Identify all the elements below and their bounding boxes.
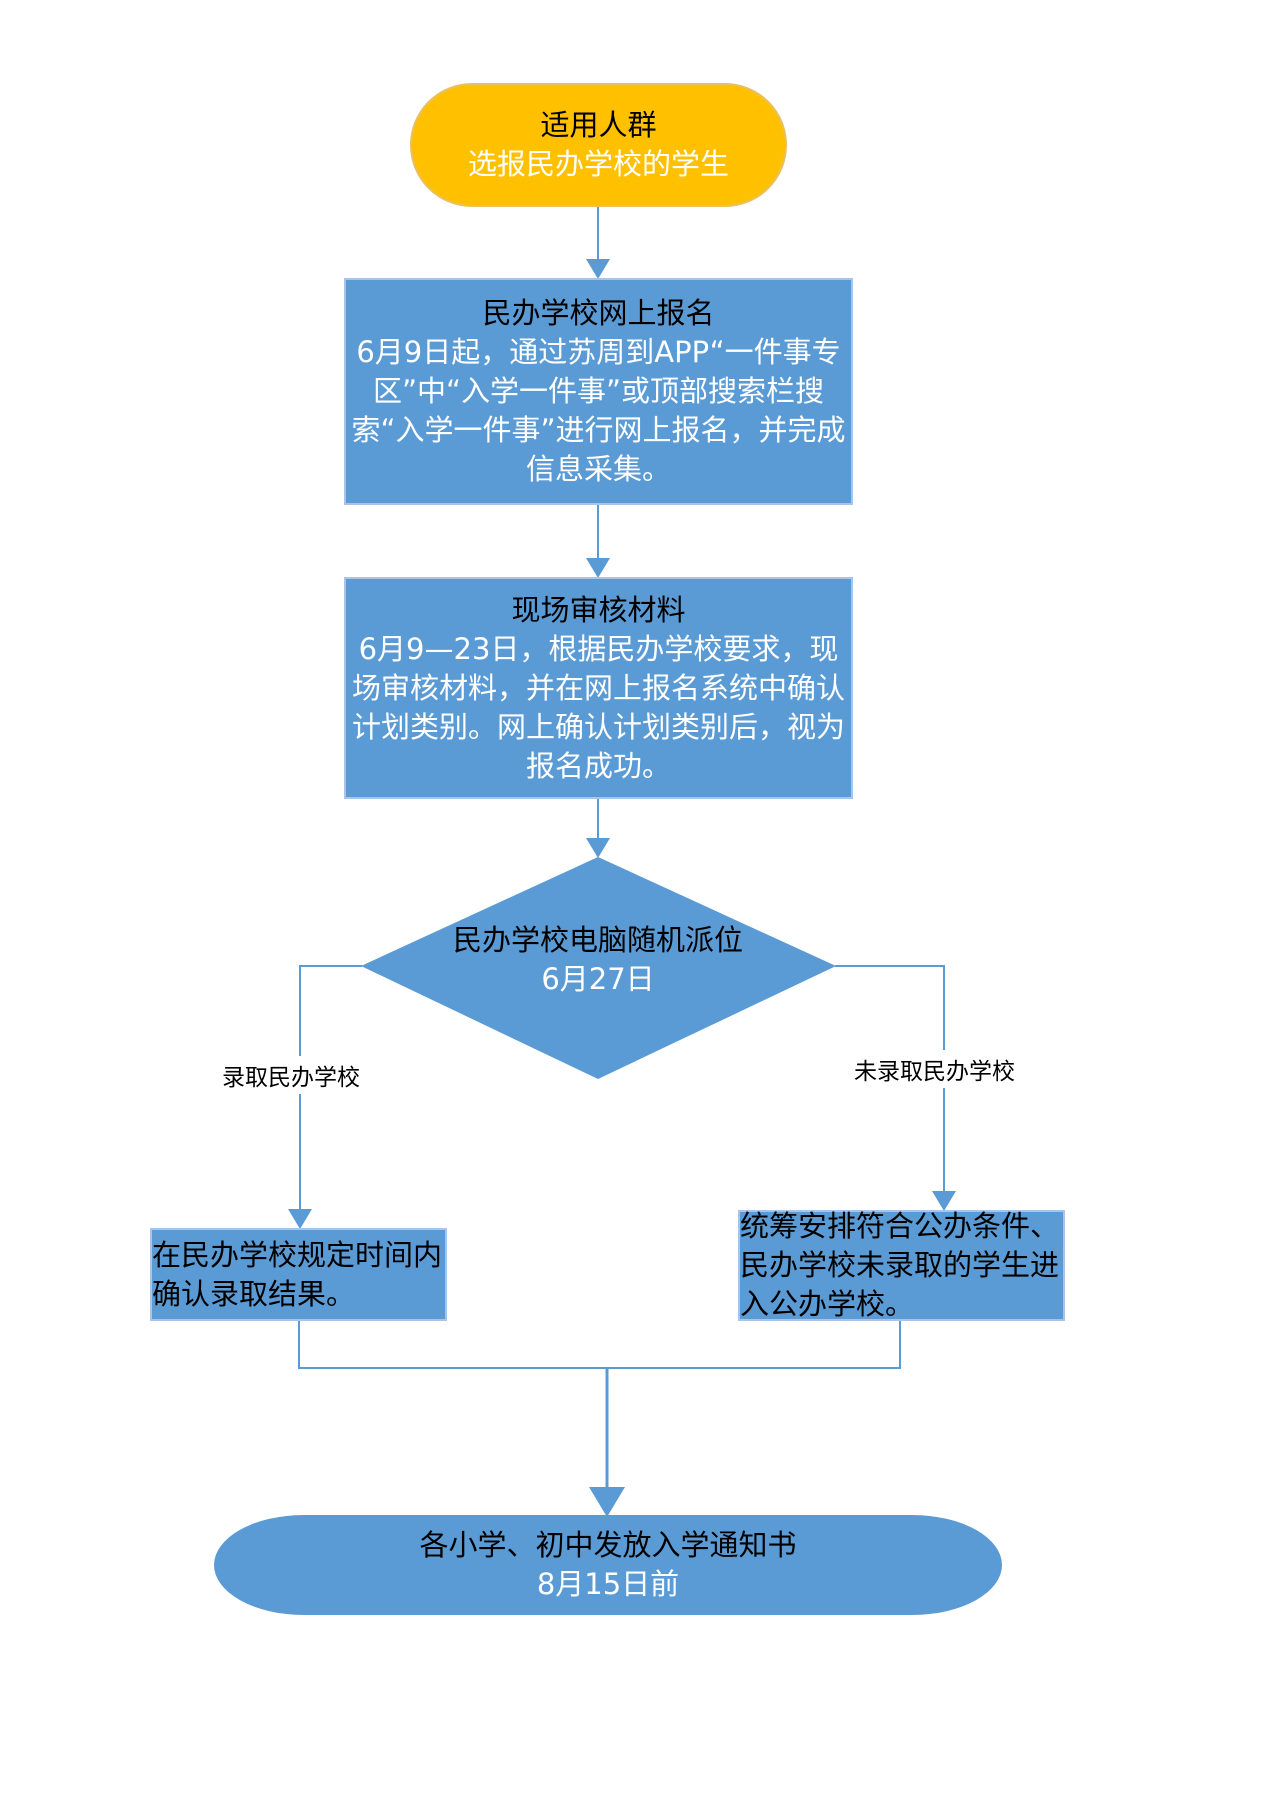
decision-diamond [361, 857, 836, 1079]
arrow-no-branch [835, 965, 956, 1211]
start-terminal: 适用人群 选报民办学校的学生 [410, 83, 787, 207]
step1-box: 民办学校网上报名 6月9日起，通过苏周到APP“一件事专区”中“入学一件事”或顶… [344, 278, 853, 505]
yes-action-box: 在民办学校规定时间内确认录取结果。 [150, 1228, 447, 1321]
step2-title: 现场审核材料 [511, 592, 686, 627]
yes-action-text: 在民办学校规定时间内确认录取结果。 [152, 1237, 443, 1311]
step1-body: 6月9日起，通过苏周到APP“一件事专区”中“入学一件事”或顶部搜索栏搜索“入学… [351, 335, 846, 486]
step2-box: 现场审核材料 6月9—23日，根据民办学校要求，现场审核材料，并在网上报名系统中… [344, 577, 853, 799]
no-branch-label: 未录取民办学校 [850, 1050, 1019, 1088]
decision-text: 民办学校电脑随机派位 6月27日 [420, 920, 776, 1000]
arrow-yes-branch [288, 965, 362, 1229]
decision-title: 民办学校电脑随机派位 [452, 923, 743, 957]
merge-line [298, 1321, 901, 1369]
start-title: 适用人群 [540, 108, 657, 142]
end-terminal: 各小学、初中发放入学通知书 8月15日前 [214, 1515, 1002, 1615]
no-action-box: 统筹安排符合公办条件、民办学校未录取的学生进入公办学校。 [738, 1209, 1065, 1321]
end-date: 8月15日前 [536, 1567, 680, 1601]
step2-body: 6月9—23日，根据民办学校要求，现场审核材料，并在网上报名系统中确认计划类别。… [351, 631, 845, 783]
no-action-text: 统筹安排符合公办条件、民办学校未录取的学生进入公办学校。 [740, 1209, 1060, 1321]
start-subtitle: 选报民办学校的学生 [467, 147, 729, 181]
yes-branch-label: 录取民办学校 [218, 1056, 364, 1094]
step1-title: 民办学校网上报名 [482, 296, 715, 330]
end-title: 各小学、初中发放入学通知书 [419, 1528, 797, 1562]
decision-date: 6月27日 [541, 962, 655, 996]
